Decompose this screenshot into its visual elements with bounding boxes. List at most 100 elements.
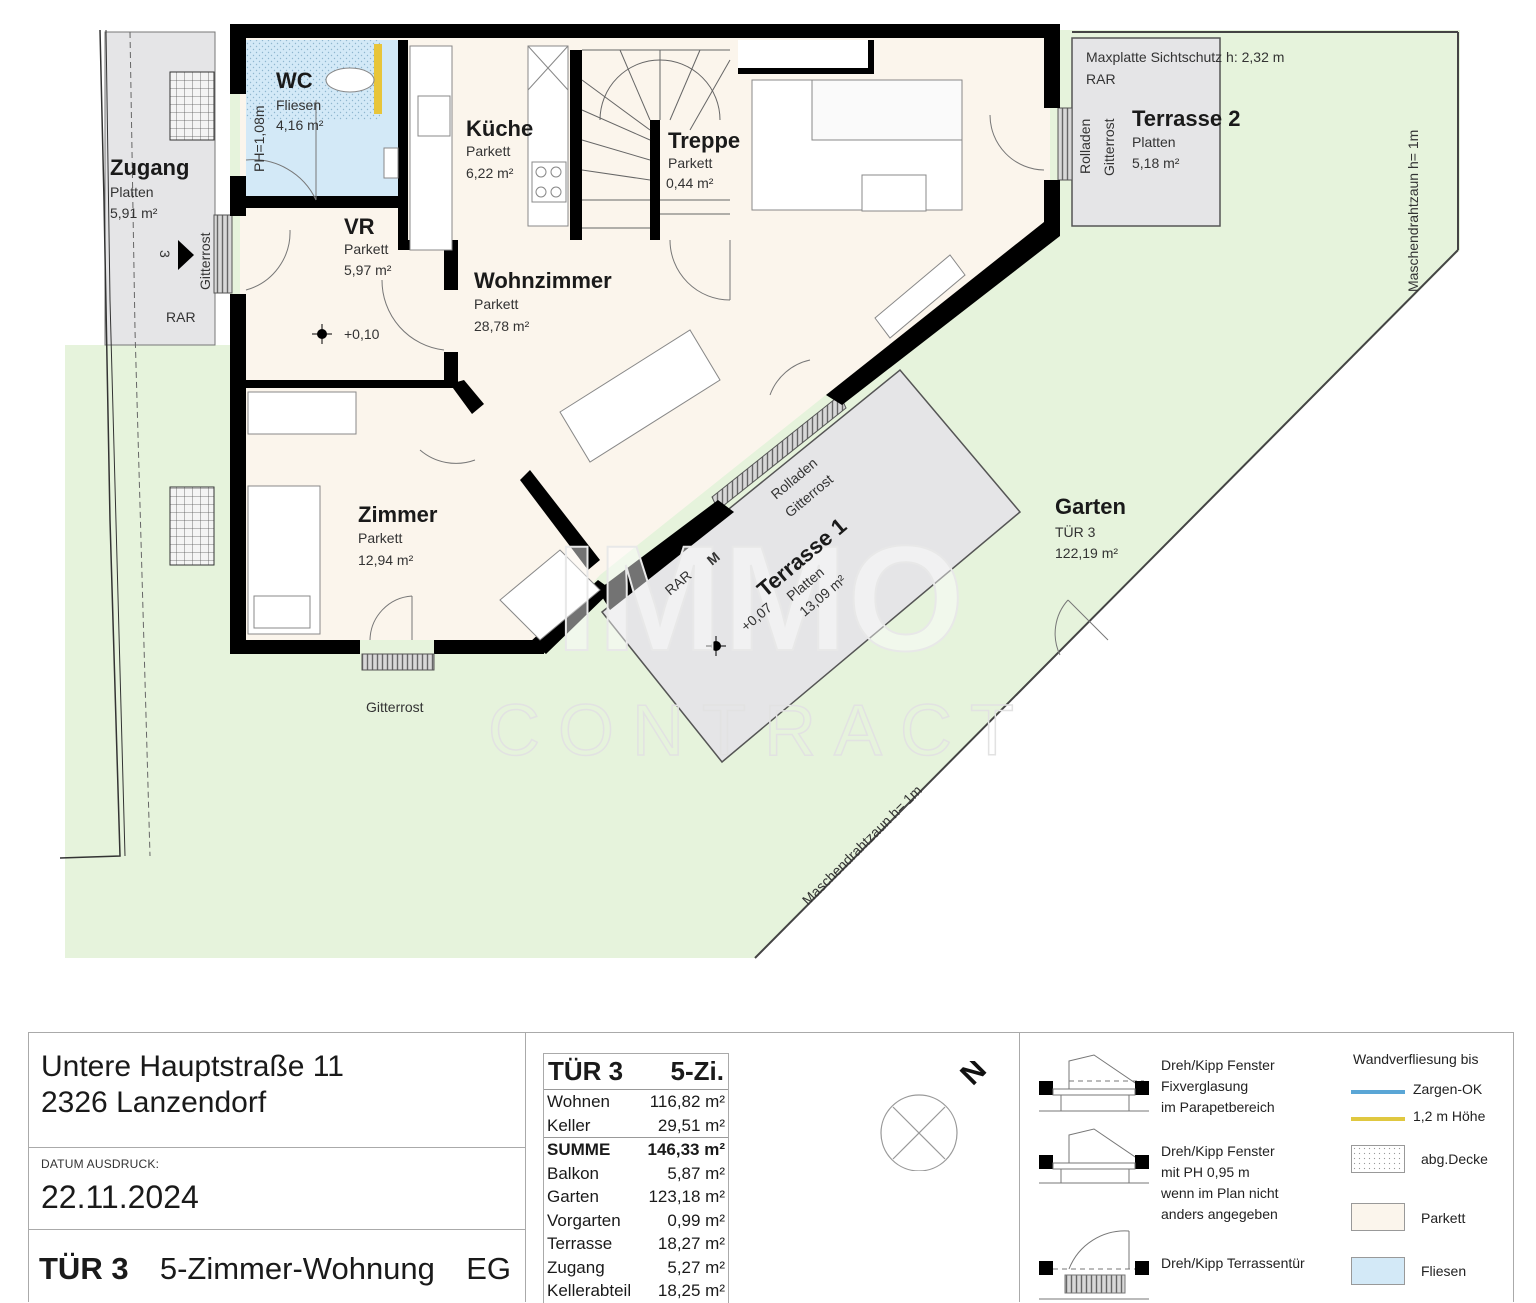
room-label-wohnzimmer: Wohnzimmer Parkett 28,78 m²: [474, 268, 612, 334]
legend-line-blue: [1351, 1090, 1405, 1094]
terrasse2-rolladen: Rolladen: [1077, 119, 1093, 174]
svg-text:12,94 m²: 12,94 m²: [358, 552, 414, 568]
room-label-zimmer: Zimmer Parkett 12,94 m²: [358, 502, 438, 568]
title-block-info: Untere Hauptstraße 11 2326 Lanzendorf DA…: [29, 1033, 526, 1302]
room-label-kueche: Küche Parkett 6,22 m²: [466, 116, 533, 181]
north-arrow-icon: N: [880, 1061, 993, 1171]
area-table-header: TÜR 3 5-Zi.: [544, 1054, 728, 1090]
entry-number: 3: [157, 250, 173, 258]
unit-door: TÜR 3: [39, 1251, 129, 1286]
room-label-zugang: Zugang Platten 5,91 m²: [110, 155, 189, 221]
svg-text:5,97 m²: 5,97 m²: [344, 262, 392, 278]
svg-text:Garten: Garten: [1055, 494, 1126, 519]
svg-text:28,78 m²: 28,78 m²: [474, 318, 530, 334]
legend-line-yellow: [1351, 1117, 1405, 1121]
zugang-rar: RAR: [166, 309, 196, 325]
terrasse2-area: [1071, 37, 1221, 227]
terrasse2-maxplatte: Maxplatte Sichtschutz h: 2,32 m: [1086, 49, 1284, 65]
svg-text:Parkett: Parkett: [344, 241, 388, 257]
address-street: Untere Hauptstraße 11: [41, 1050, 344, 1083]
legend-abgdecke: abg.Decke: [1421, 1151, 1488, 1167]
entry-arrow-icon: [178, 240, 194, 270]
terrasse2-rar: RAR: [1086, 71, 1116, 87]
room-label-garten: Garten TÜR 3 122,19 m²: [1055, 494, 1126, 561]
svg-text:TÜR 3: TÜR 3: [1055, 523, 1096, 540]
svg-text:5,91 m²: 5,91 m²: [110, 205, 158, 221]
legend-zargen: Zargen-OK: [1413, 1081, 1483, 1097]
legend-door: Dreh/Kipp Terrassentür: [1161, 1255, 1305, 1271]
room-label-vr: VR Parkett 5,97 m²: [344, 214, 392, 278]
north-label: N: [954, 1061, 993, 1092]
wc-parapet-note: PH=1,08m: [251, 105, 267, 172]
terrasse1-area: [600, 368, 1022, 764]
watermark-line2: CONTRACT: [488, 691, 1032, 771]
svg-text:Zimmer: Zimmer: [358, 502, 438, 527]
unit-floor: EG: [466, 1251, 511, 1286]
area-header-door: TÜR 3: [548, 1056, 624, 1086]
address-city: 2326 Lanzendorf: [41, 1086, 267, 1119]
svg-text:Parkett: Parkett: [358, 530, 402, 546]
terrasse2-gitterrost: Gitterrost: [1101, 118, 1117, 176]
room-label-terrasse2: Terrasse 2 Platten 5,18 m²: [1132, 106, 1240, 171]
title-block: Untere Hauptstraße 11 2326 Lanzendorf DA…: [28, 1032, 1514, 1303]
legend-parkett: Parkett: [1421, 1210, 1466, 1226]
window-parapet-icon: [1039, 1128, 1149, 1184]
legend-swatch-abgdecke: [1351, 1145, 1405, 1173]
legend-swatch-parkett: [1351, 1203, 1405, 1231]
unit-summary: TÜR 3 5-Zimmer-Wohnung EG: [39, 1251, 511, 1287]
svg-text:Platten: Platten: [1132, 134, 1176, 150]
svg-text:Parkett: Parkett: [668, 155, 712, 171]
vr-level-note: +0,10: [344, 326, 380, 342]
svg-text:6,22 m²: 6,22 m²: [466, 165, 514, 181]
svg-text:Küche: Küche: [466, 116, 533, 141]
legend-wall-tiling-title: Wandverfliesung bis: [1353, 1051, 1479, 1067]
svg-text:122,19 m²: 122,19 m²: [1055, 545, 1118, 561]
legend-fliesen: Fliesen: [1421, 1263, 1467, 1279]
svg-text:Zugang: Zugang: [110, 155, 189, 180]
svg-text:5,18 m²: 5,18 m²: [1132, 155, 1180, 171]
walls: [230, 24, 1060, 654]
svg-text:Parkett: Parkett: [474, 296, 518, 312]
room-label-wc: WC Fliesen 4,16 m²: [276, 68, 324, 133]
fence-right-label: Maschendrahtzaun h= 1m: [1405, 130, 1421, 292]
level-marker-icon: [706, 636, 726, 656]
print-date-label: DATUM AUSDRUCK:: [41, 1157, 160, 1171]
svg-text:4,16 m²: 4,16 m²: [276, 117, 324, 133]
watermark-line1: IMMO: [556, 514, 964, 682]
svg-text:Wohnzimmer: Wohnzimmer: [474, 268, 612, 293]
print-date-value: 22.11.2024: [41, 1179, 199, 1215]
svg-text:WC: WC: [276, 68, 313, 93]
window-fixed-glazing-icon: [1039, 1054, 1149, 1112]
level-marker-icon: [312, 324, 332, 344]
room-label-treppe: Treppe Parkett 0,44 m²: [666, 128, 740, 191]
legend-swatch-fliesen: [1351, 1257, 1405, 1285]
svg-text:Platten: Platten: [110, 184, 154, 200]
svg-text:VR: VR: [344, 214, 375, 239]
area-header-rooms: 5-Zi.: [670, 1056, 724, 1086]
svg-text:Fliesen: Fliesen: [276, 97, 321, 113]
svg-text:Terrasse 2: Terrasse 2: [1132, 106, 1240, 131]
zimmer-gitterrost: Gitterrost: [366, 699, 424, 715]
svg-text:0,44 m²: 0,44 m²: [666, 175, 714, 191]
legend-hoehe: 1,2 m Höhe: [1413, 1108, 1486, 1124]
unit-type: 5-Zimmer-Wohnung: [159, 1251, 435, 1286]
floor-plan: IMMO CONTRACT WC Fliesen 4,16 m² Küche P…: [59, 24, 1460, 959]
svg-text:Treppe: Treppe: [668, 128, 740, 153]
zugang-gitterrost: Gitterrost: [197, 232, 213, 290]
svg-text:Parkett: Parkett: [466, 143, 510, 159]
terrace-door-icon: [1039, 1230, 1149, 1300]
